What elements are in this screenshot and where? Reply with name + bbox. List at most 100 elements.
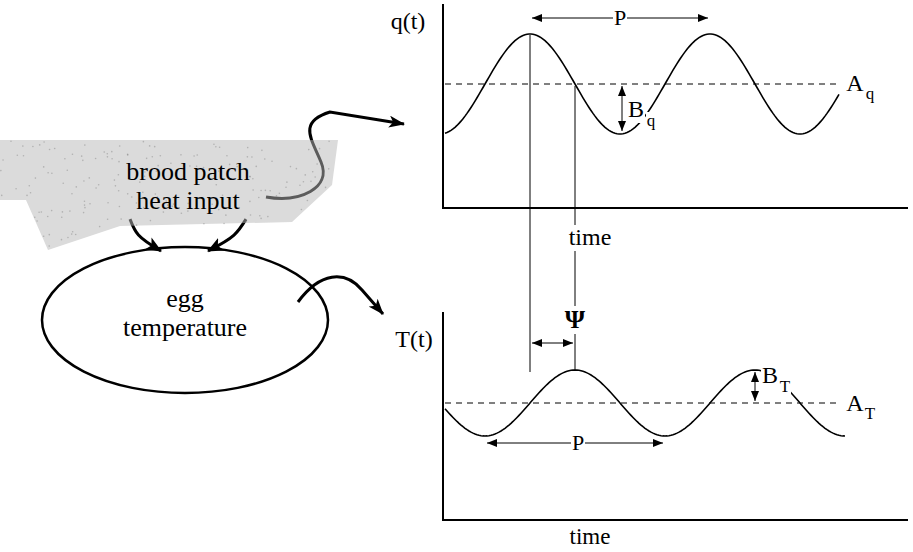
node-text-box: egg temperature [110,284,260,342]
stipple-dot [264,158,266,160]
stipple-dot [10,140,12,142]
stipple-dot [15,188,17,190]
axis-label: T(t) [394,327,433,352]
stipple-dot [252,178,254,180]
axis-label-box: q(t) [390,9,427,34]
stipple-dot [1,195,3,197]
stipple-dot [143,141,145,143]
stipple-dot [81,155,83,157]
stipple-dot [226,155,228,157]
amplitude-subscript-box: q [646,112,657,130]
stipple-dot [259,215,261,217]
stipple-dot [99,226,101,228]
node-label: egg temperature [110,284,260,342]
stipple-dot [61,239,63,241]
amplitude-arrow [622,86,623,131]
stipple-dot [89,203,91,205]
stipple-dot [250,214,252,216]
stipple-dot [149,145,151,147]
temperature-wave [445,370,845,436]
stipple-dot [47,216,49,218]
mean-line [445,403,838,404]
mean-subscript: q [865,85,876,103]
stipple-dot [307,200,309,202]
mean-line [445,84,838,85]
stipple-dot [180,154,182,156]
stipple-dot [0,170,2,172]
stipple-dot [32,146,34,148]
stipple-dot [22,145,24,147]
stipple-dot [67,237,69,239]
stipple-dot [118,161,120,163]
stipple-dot [43,141,45,143]
node-text-box: brood patch heat input [113,157,263,215]
stipple-dot [325,187,327,189]
heat-flow-arrow [208,219,246,251]
stipple-dot [252,189,254,191]
stipple-dot [66,170,68,172]
stipple-dot [51,210,53,212]
stipple-dot [215,146,217,148]
mean-subscript-box: T [864,405,876,423]
stipple-dot [312,171,314,173]
stipple-dot [95,187,97,189]
amplitude-label-box: B [627,97,645,122]
stipple-dot [2,159,4,161]
stipple-dot [62,211,64,213]
axis-label-box: time [568,225,613,250]
stipple-dot [115,185,117,187]
stipple-dot [131,196,133,198]
stipple-dot [193,155,195,157]
stipple-dot [98,184,100,186]
curved-arrow [298,277,383,314]
stipple-dot [276,195,278,197]
stipple-dot [83,212,85,214]
stipple-dot [76,186,78,188]
stipple-dot [269,190,271,192]
stipple-dot [308,149,310,151]
stipple-dot [247,147,249,149]
stipple-dot [296,168,298,170]
stipple-dot [49,234,51,236]
stipple-dot [84,144,86,146]
stipple-dot [319,148,321,150]
stipple-dot [71,193,73,195]
top-axes [443,4,908,208]
stipple-dot [265,190,267,192]
stipple-dot [127,154,129,156]
stipple-dot [36,220,38,222]
stipple-dot [71,233,73,235]
stipple-dot [203,223,205,225]
mean-subscript: T [864,405,876,423]
stipple-dot [136,224,138,226]
stipple-dot [120,218,122,220]
stipple-dot [328,141,330,143]
stipple-dot [285,186,287,188]
amplitude-subscript: q [646,112,657,130]
stipple-dot [271,160,273,162]
stipple-dot [30,192,32,194]
stipple-dot [64,158,66,160]
amplitude-arrow [755,372,756,401]
stipple-dot [28,185,30,187]
stipple-dot [88,177,90,179]
stipple-dot [299,184,301,186]
stipple-dot [84,207,86,209]
stipple-dot [258,197,260,199]
stipple-dot [43,166,45,168]
stipple-dot [260,190,262,192]
period-label-box: P [571,431,585,454]
stipple-dot [107,202,109,204]
stipple-dot [251,156,253,158]
stipple-dot [35,177,37,179]
stipple-dot [219,146,221,148]
stipple-dot [150,220,152,222]
body-fill [0,140,338,250]
stipple-dot [119,206,121,208]
stipple-dot [279,193,281,195]
stipple-dot [127,193,129,195]
stipple-dot [48,245,50,247]
